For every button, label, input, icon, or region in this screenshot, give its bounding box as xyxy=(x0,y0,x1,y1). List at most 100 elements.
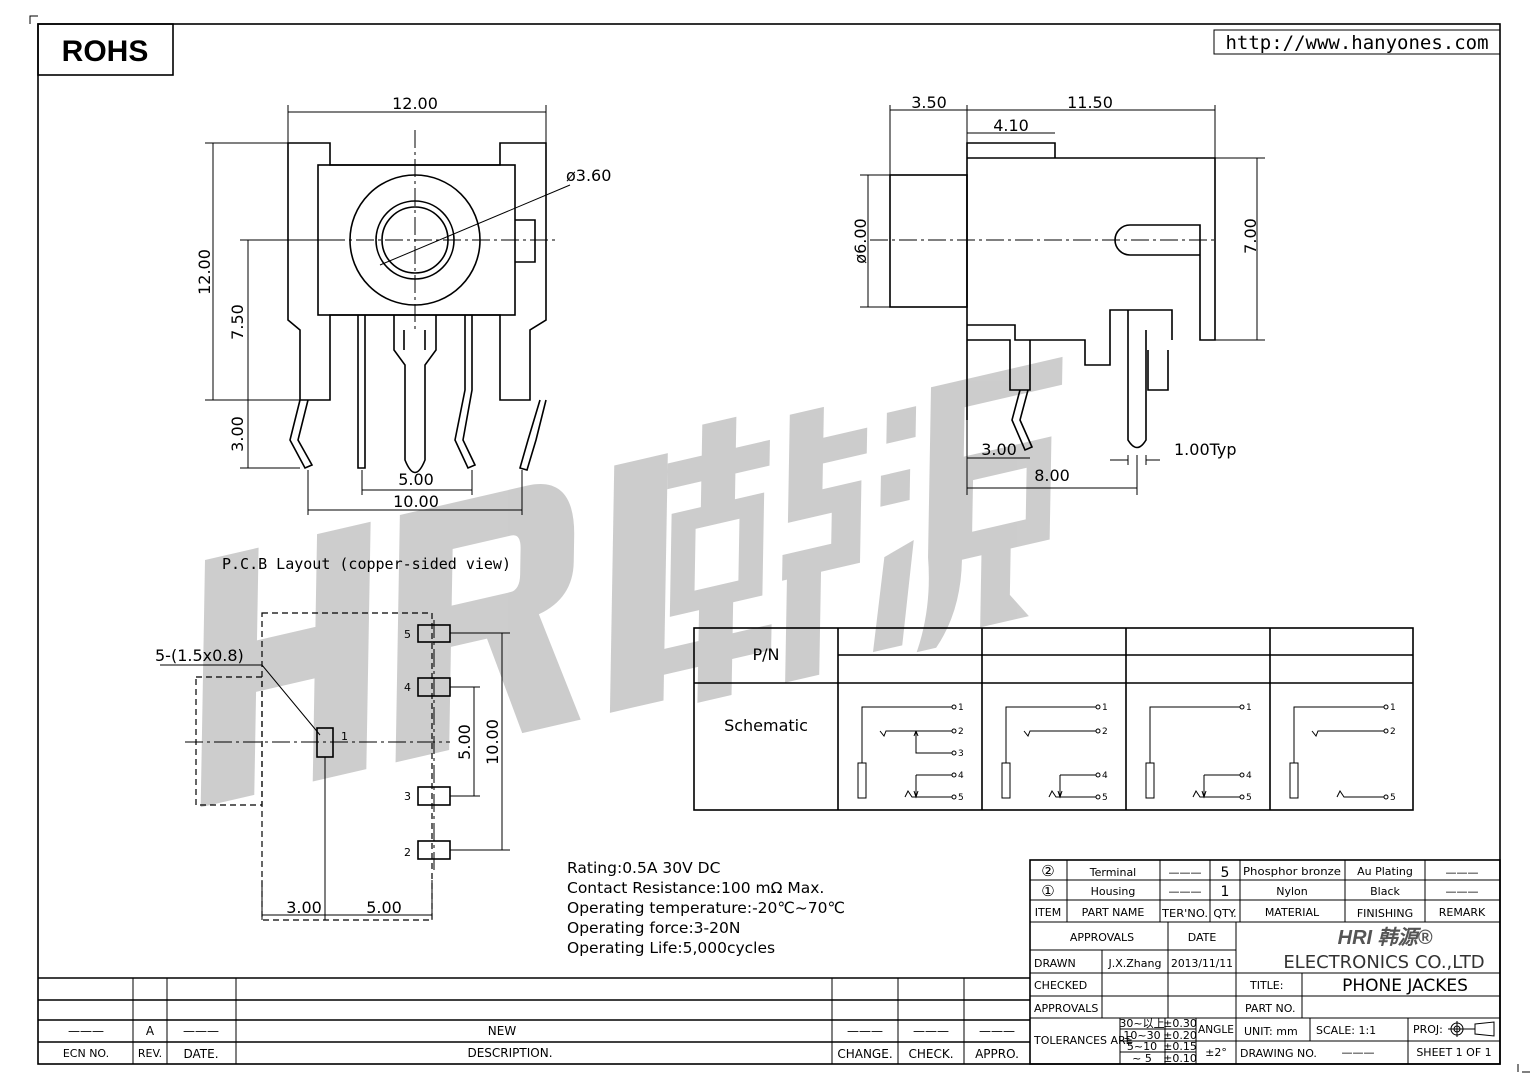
bom-header: TER'NO. xyxy=(1161,907,1208,920)
approvals-section: APPROVALS DATE DRAWN J.X.Zhang 2013/11/1… xyxy=(1034,931,1233,1015)
rohs-label: ROHS xyxy=(62,35,149,68)
projection-symbol-icon xyxy=(1448,1021,1495,1037)
website-url[interactable]: http://www.hanyones.com xyxy=(1225,32,1488,54)
rev-appro: ——— xyxy=(979,1024,1015,1038)
rev-check: ——— xyxy=(913,1024,949,1038)
dim-body-height: 7.00 xyxy=(1241,218,1260,254)
revision-row: ——— A ——— NEW ——— ——— ——— ECN NO. REV. D… xyxy=(63,1024,1019,1061)
rev-header: DATE. xyxy=(183,1047,218,1061)
pcb-layout xyxy=(160,612,510,921)
bom-qty: 5 xyxy=(1221,865,1230,881)
bom-header: MATERIAL xyxy=(1265,906,1320,919)
drawn-label: DRAWN xyxy=(1034,957,1076,970)
spec-contact-resistance: Contact Resistance:100 mΩ Max. xyxy=(567,879,824,897)
bom-material: Nylon xyxy=(1276,885,1308,898)
bom-table: ② Terminal ——— 5 Phosphor bronze Au Plat… xyxy=(1035,862,1486,920)
tol-value: ±0.10 xyxy=(1163,1052,1197,1065)
spec-rating: Rating:0.5A 30V DC xyxy=(567,859,720,877)
bom-ter: ——— xyxy=(1169,885,1202,898)
bom-header: REMARK xyxy=(1439,906,1486,919)
tol-range: 5~10 xyxy=(1127,1040,1157,1053)
rev-date: ——— xyxy=(183,1024,219,1038)
rev-ecn: ——— xyxy=(68,1024,104,1038)
front-view xyxy=(205,105,571,515)
bom-material: Phosphor bronze xyxy=(1243,865,1341,878)
spec-temperature: Operating temperature:-20℃~70℃ xyxy=(567,899,845,917)
drawing-no-label: DRAWING NO. xyxy=(1240,1047,1317,1060)
scale-label: SCALE: 1:1 xyxy=(1316,1024,1376,1037)
tol-range: ~ 5 xyxy=(1132,1052,1152,1065)
unit-label: UNIT: mm xyxy=(1244,1025,1298,1038)
dim-pin-width: 1.00Typ xyxy=(1174,440,1237,459)
pn-label: P/N xyxy=(752,645,779,664)
company-name: ELECTRONICS CO.,LTD xyxy=(1283,952,1484,973)
tolerances-label: TOLERANCES ARE xyxy=(1033,1034,1133,1047)
pcb-layout-title: P.C.B Layout (copper-sided view) xyxy=(222,555,511,573)
terminal-label: 3 xyxy=(958,749,964,759)
bom-header: QTY. xyxy=(1213,907,1236,920)
terminal-label: 5 xyxy=(1390,793,1396,803)
bom-header: FINISHING xyxy=(1357,907,1413,920)
revision-block xyxy=(38,977,1030,1064)
dim-pin-distance: 8.00 xyxy=(1034,466,1070,485)
sheet-label: SHEET 1 OF 1 xyxy=(1416,1046,1491,1059)
rev-letter: A xyxy=(146,1024,155,1038)
projection-label: PROJ: xyxy=(1413,1023,1443,1036)
dim-span: 10.00 xyxy=(393,492,439,511)
terminal-label: 1 xyxy=(1390,703,1396,713)
title-block xyxy=(1029,859,1501,1065)
drawn-date: 2013/11/11 xyxy=(1171,957,1233,970)
rev-header: ECN NO. xyxy=(63,1047,109,1060)
terminal-label: 2 xyxy=(1102,727,1108,737)
dim-height: 12.00 xyxy=(195,249,214,295)
tolerances: TOLERANCES ARE 30~以上 10~30 5~10 ~ 5 ±0.3… xyxy=(1033,1017,1197,1065)
pin-label: 4 xyxy=(404,681,411,694)
dim-pad-span: 10.00 xyxy=(483,719,502,765)
sheet-border xyxy=(37,23,1501,1065)
terminal-label: 5 xyxy=(1102,793,1108,803)
bom-remark: ——— xyxy=(1446,866,1479,879)
dim-top-bump: 4.10 xyxy=(993,116,1029,135)
date-header: DATE xyxy=(1188,931,1217,944)
drawn-by: J.X.Zhang xyxy=(1108,957,1162,970)
rev-header: APPRO. xyxy=(975,1047,1019,1061)
dim-h2: 5.00 xyxy=(366,898,402,917)
corner-marks xyxy=(29,15,1530,1073)
rev-header: REV. xyxy=(138,1047,162,1060)
watermark-logo xyxy=(200,356,1063,808)
side-view xyxy=(860,105,1265,495)
terminal-label: 4 xyxy=(958,771,964,781)
dim-pad-pitch: 5.00 xyxy=(455,724,474,760)
tol-range: 30~以上 xyxy=(1119,1017,1164,1030)
title-label: TITLE: xyxy=(1249,979,1283,992)
rev-header: CHANGE. xyxy=(837,1047,892,1061)
bom-finishing: Au Plating xyxy=(1357,865,1413,878)
rev-header: CHECK. xyxy=(908,1047,953,1061)
terminal-label: 2 xyxy=(1390,727,1396,737)
bom-ter: ——— xyxy=(1169,866,1202,879)
part-no-label: PART NO. xyxy=(1245,1002,1295,1015)
terminal-label: 2 xyxy=(958,727,964,737)
bom-header: PART NAME xyxy=(1082,906,1145,919)
specifications: Rating:0.5A 30V DC Contact Resistance:10… xyxy=(567,859,845,957)
bom-part-name: Housing xyxy=(1091,885,1136,898)
dim-pin-length: 3.00 xyxy=(228,416,247,452)
pin-label: 3 xyxy=(404,790,411,803)
drawing-title: PHONE JACKES xyxy=(1342,976,1468,996)
terminal-label: 5 xyxy=(958,793,964,803)
angle-value: ±2° xyxy=(1205,1046,1227,1059)
tol-value: ±0.30 xyxy=(1163,1017,1197,1030)
bom-header: ITEM xyxy=(1035,906,1061,919)
tol-range: 10~30 xyxy=(1123,1029,1160,1042)
rev-header: DESCRIPTION. xyxy=(467,1046,552,1060)
dim-plug-length: 3.50 xyxy=(911,93,947,112)
rohs-box xyxy=(37,23,174,76)
dim-diameter: ø3.60 xyxy=(566,166,611,185)
approvals-label: APPROVALS xyxy=(1034,1002,1098,1015)
schematic-label: Schematic xyxy=(724,716,808,735)
spec-force: Operating force:3-20N xyxy=(567,919,740,937)
angle-label: ANGLE xyxy=(1198,1023,1234,1036)
company-logo: HRI 韩源® xyxy=(1338,926,1433,949)
pin-label: 2 xyxy=(404,846,411,859)
bom-qty: 1 xyxy=(1221,884,1230,900)
